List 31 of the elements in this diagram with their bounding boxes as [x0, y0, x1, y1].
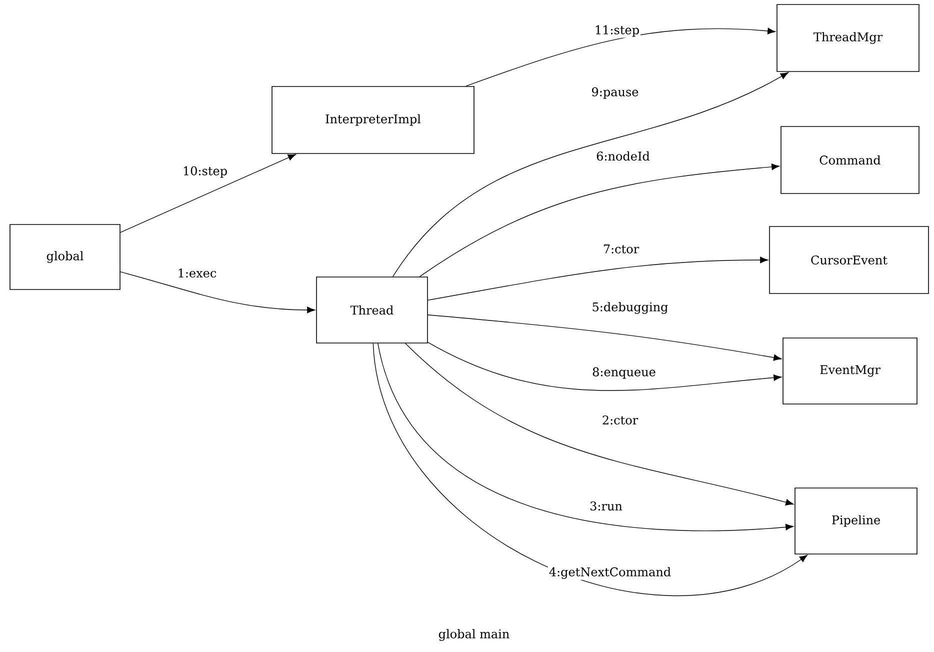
- arrow: [392, 72, 788, 277]
- class-box: ThreadMgr: [776, 4, 920, 72]
- class-box: Command: [780, 126, 920, 194]
- arrow: [428, 314, 782, 361]
- edge-label: 8:enqueue: [591, 366, 657, 380]
- arrow: [428, 342, 782, 391]
- arrow: [120, 271, 316, 314]
- class-box: Pipeline: [794, 488, 918, 554]
- edge-label: 2:ctor: [600, 414, 640, 426]
- arrow: [466, 28, 776, 86]
- class-box: InterpreterImpl: [272, 86, 474, 154]
- caption: global main: [438, 629, 510, 641]
- edge-label: 1:exec: [176, 267, 218, 279]
- edge-label: 5:debugging: [590, 301, 670, 315]
- class-box: CursorEvent: [769, 226, 929, 294]
- arrow: [428, 256, 768, 301]
- edge-label: 6:nodeId: [595, 150, 651, 162]
- edge-label: 10:step: [181, 165, 229, 179]
- edge-label: 4:getNextCommand: [548, 566, 672, 580]
- class-box: Thread: [316, 276, 428, 344]
- arrow: [405, 343, 794, 506]
- arrow: [419, 164, 780, 277]
- edge-label: 3:run: [588, 500, 624, 512]
- arrow: [378, 343, 794, 532]
- arrow: [120, 154, 296, 233]
- edge-label: 11:step: [593, 24, 641, 38]
- edge-label: 9:pause: [590, 86, 640, 100]
- class-box: EventMgr: [782, 338, 918, 404]
- class-box: global: [10, 224, 120, 290]
- arrow: [372, 343, 808, 596]
- edge-label: 7:ctor: [602, 244, 640, 254]
